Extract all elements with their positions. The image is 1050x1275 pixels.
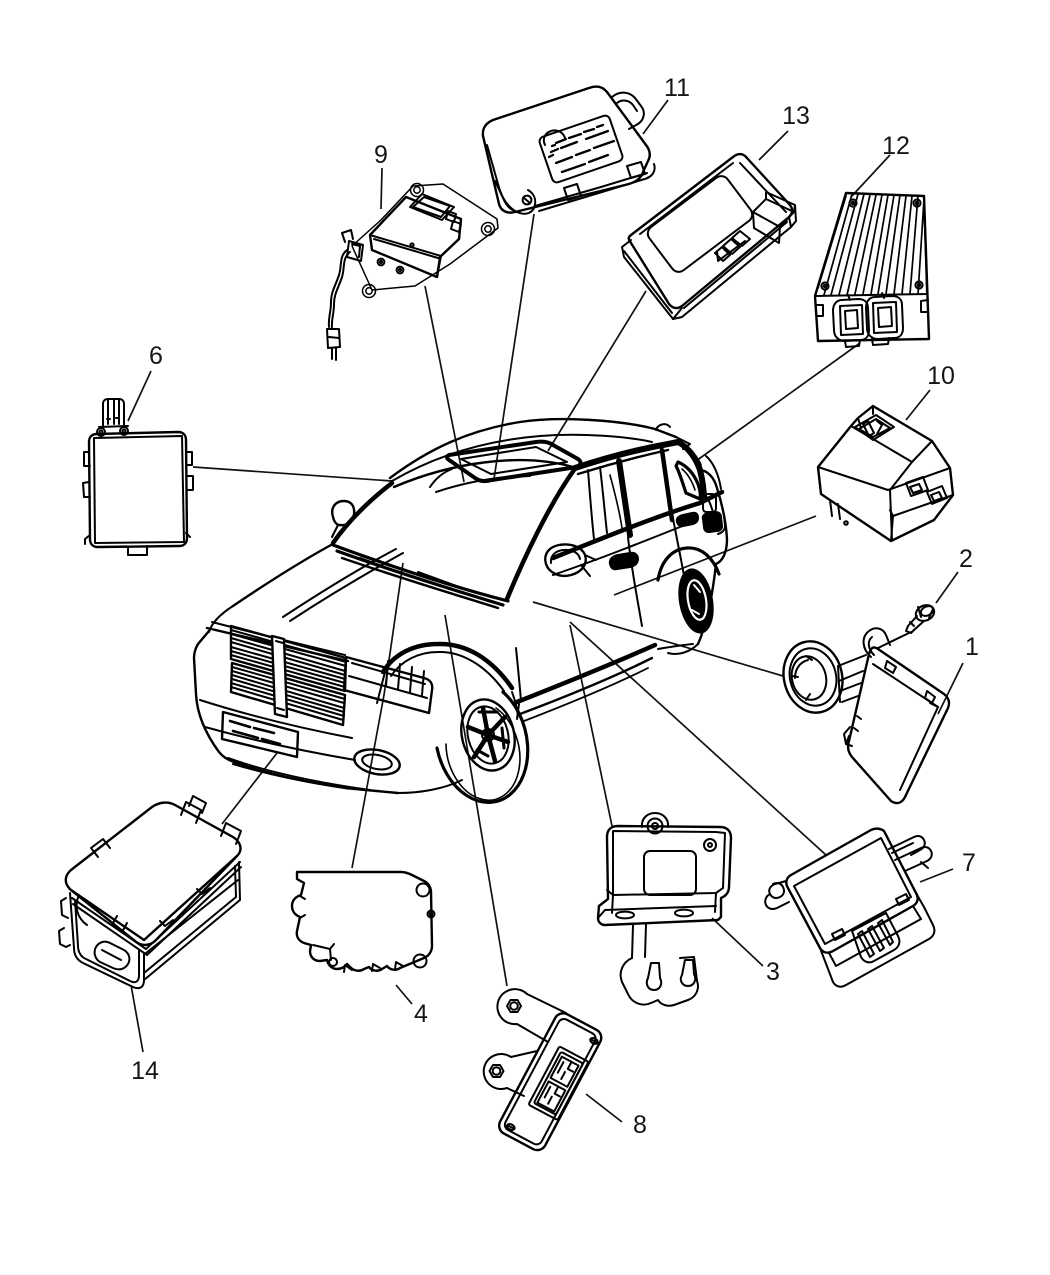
svg-text:12: 12 — [882, 132, 910, 160]
svg-text:3: 3 — [766, 958, 780, 986]
svg-text:9: 9 — [374, 141, 388, 169]
svg-text:7: 7 — [962, 849, 976, 877]
svg-text:6: 6 — [149, 342, 163, 370]
svg-text:1: 1 — [965, 633, 979, 661]
svg-text:8: 8 — [633, 1111, 647, 1139]
svg-text:13: 13 — [782, 102, 810, 130]
svg-text:11: 11 — [664, 74, 690, 102]
svg-text:10: 10 — [927, 362, 955, 390]
svg-text:4: 4 — [414, 1000, 428, 1028]
svg-text:14: 14 — [131, 1057, 159, 1085]
svg-text:2: 2 — [959, 545, 973, 573]
